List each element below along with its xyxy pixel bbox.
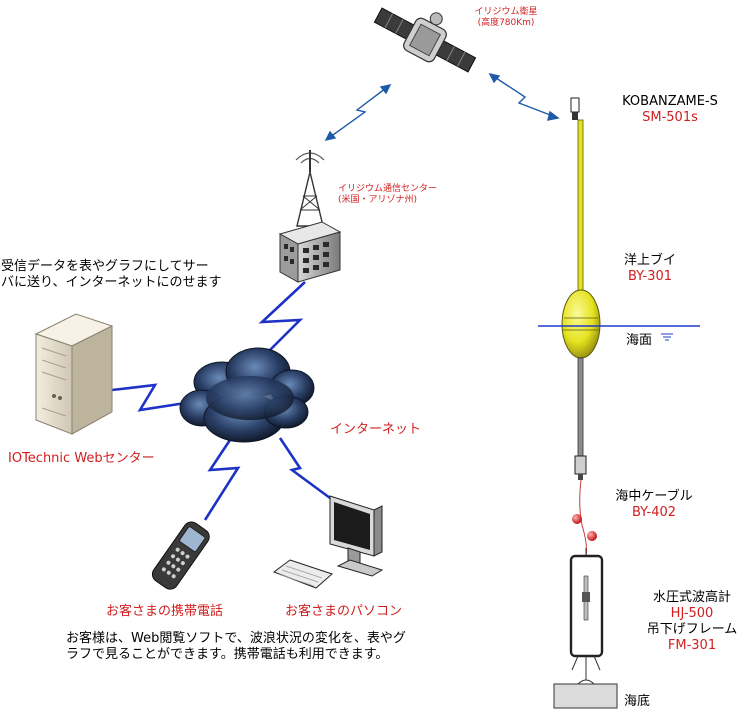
gauge-name: 水圧式波高計 <box>652 590 731 605</box>
cable-label: 海中ケーブル BY-402 <box>604 489 704 521</box>
cable-model: BY-402 <box>631 505 677 520</box>
server-note-line2: バに送り、インターネットにのせます <box>1 275 222 290</box>
web-server-icon <box>34 313 114 435</box>
ground-station-icon <box>278 150 342 283</box>
buoy-model: BY-301 <box>627 269 673 284</box>
satellite-name: イリジウム衛星 <box>474 7 538 17</box>
web-center-label: IOTechnic Webセンター <box>8 451 155 466</box>
seabed-label: 海底 <box>624 694 651 709</box>
buoy-system <box>553 97 618 709</box>
server-note-line1: 受信データを表やグラフにしてサー <box>1 259 209 274</box>
ground-station-location: (米国・アリゾナ州) <box>338 195 418 205</box>
customer-note-line1: お客様は、Web閲覧ソフトで、波浪状況の変化を、表やグ <box>66 631 406 646</box>
transmitter-model: SM-501s <box>642 110 698 125</box>
satellite-to-ground-link <box>324 83 392 142</box>
sea-surface-line <box>538 325 700 341</box>
satellite-label: イリジウム衛星 (高度780Km) <box>466 7 546 29</box>
customer-note: お客様は、Web閲覧ソフトで、波浪状況の変化を、表やグ ラフで見ることができます… <box>66 631 406 663</box>
satellite-to-buoy-link <box>488 72 560 121</box>
network-lightning-links <box>111 281 331 521</box>
pc-label: お客さまのパソコン <box>285 604 403 619</box>
transmitter-name: KOBANZAME-S <box>622 94 718 109</box>
ground-station-name: イリジウム通信センター <box>338 184 438 194</box>
server-note: 受信データを表やグラフにしてサー バに送り、インターネットにのせます <box>1 259 221 291</box>
mobile-label: お客さまの携帯電話 <box>106 604 224 619</box>
frame-name: 吊下げフレーム <box>646 622 738 637</box>
mobile-phone-icon <box>151 521 210 590</box>
personal-computer-icon <box>272 495 384 589</box>
satellite-icon <box>373 7 477 73</box>
satellite-altitude: (高度780Km) <box>477 18 535 28</box>
sea-surface-label: 海面 <box>626 333 653 348</box>
internet-cloud-icon <box>179 347 315 443</box>
internet-label: インターネット <box>330 422 422 437</box>
cable-name: 海中ケーブル <box>615 489 693 504</box>
transmitter-label: KOBANZAME-S SM-501s <box>614 94 726 126</box>
ground-station-label: イリジウム通信センター (米国・アリゾナ州) <box>338 184 437 206</box>
frame-model: FM-301 <box>667 638 717 653</box>
buoy-name: 洋上ブイ <box>623 253 676 268</box>
buoy-label: 洋上ブイ BY-301 <box>610 253 690 285</box>
customer-note-line2: ラフで見ることができます。携帯電話も利用できます。 <box>66 647 389 662</box>
gauge-model: HJ-500 <box>670 606 714 621</box>
gauge-frame-label: 水圧式波高計 HJ-500 吊下げフレーム FM-301 <box>636 590 747 654</box>
